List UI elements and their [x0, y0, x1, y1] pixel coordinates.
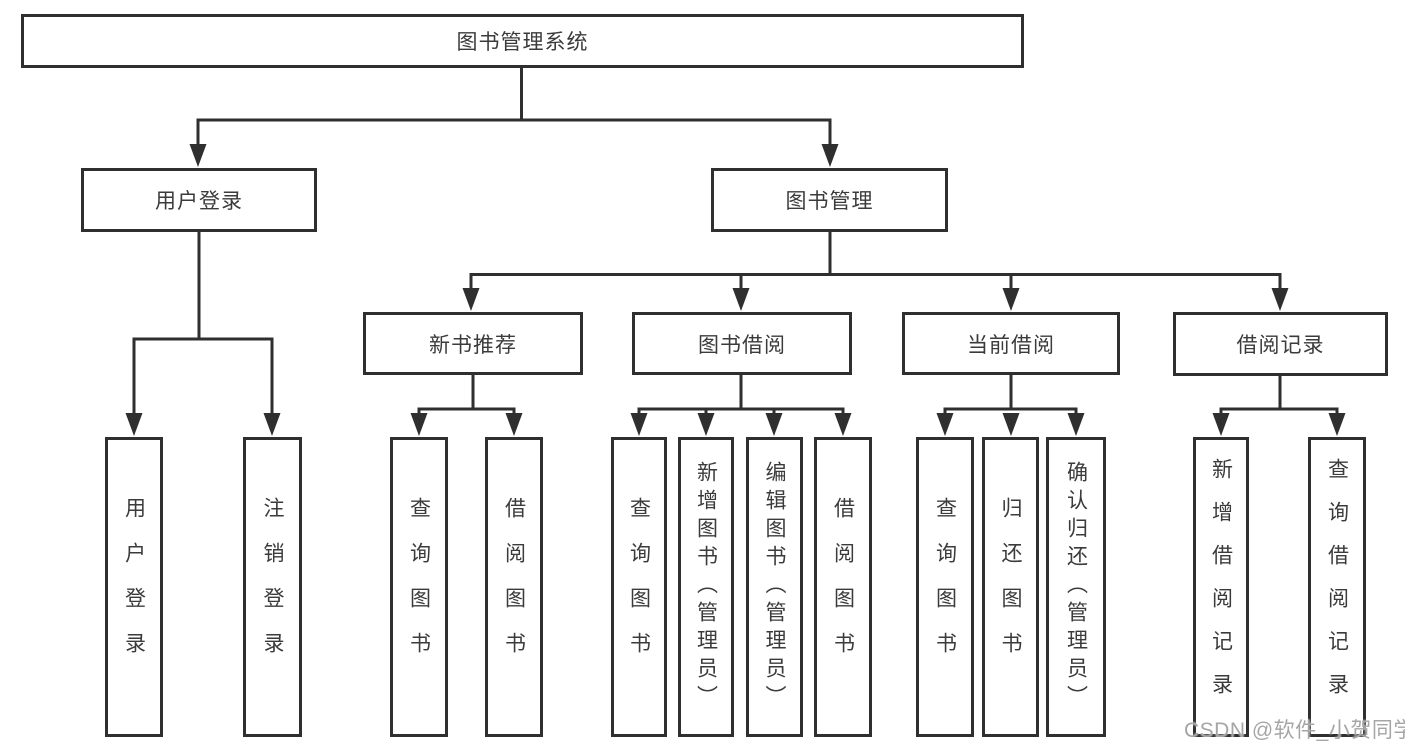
leaf-logout: 注销登录 — [243, 437, 302, 737]
connectors-root-to-level2 — [189, 66, 839, 167]
leaf-cb-confirm-return-admin: 确认归还（管理员） — [1046, 437, 1106, 737]
connectors-borrow-records — [1212, 375, 1346, 436]
leaf-nbr-query-books: 查询图书 — [390, 437, 448, 737]
node-book-borrow: 图书借阅 — [632, 312, 852, 375]
leaf-br-add-borrow-record: 新增借阅记录 — [1193, 437, 1249, 737]
connectors-book-management-branch — [462, 231, 1289, 311]
connectors-user-login-branch — [125, 231, 281, 436]
leaf-user-login: 用户登录 — [105, 437, 163, 737]
node-borrow-records: 借阅记录 — [1173, 312, 1388, 376]
leaf-bb-borrow-books: 借阅图书 — [814, 437, 872, 737]
connectors-current-borrow — [936, 374, 1085, 436]
node-user-login: 用户登录 — [81, 168, 317, 232]
leaf-bb-query-books: 查询图书 — [611, 437, 667, 737]
leaf-cb-query-books: 查询图书 — [916, 437, 974, 737]
leaf-nbr-borrow-books: 借阅图书 — [485, 437, 543, 737]
leaf-bb-edit-books-admin: 编辑图书（管理员） — [746, 437, 803, 737]
node-book-management: 图书管理 — [711, 168, 948, 232]
node-new-book-recommend: 新书推荐 — [363, 312, 583, 375]
leaf-cb-return-books: 归还图书 — [982, 437, 1039, 737]
leaf-br-query-borrow-record: 查询借阅记录 — [1308, 437, 1366, 737]
watermark-text: CSDN @软件_小贺同学 — [1184, 719, 1405, 742]
node-root-system: 图书管理系统 — [21, 14, 1024, 68]
connectors-new-book-recommend — [410, 374, 523, 436]
leaf-bb-add-books-admin: 新增图书（管理员） — [678, 437, 734, 737]
node-current-borrow: 当前借阅 — [902, 312, 1120, 375]
connectors-book-borrow — [630, 374, 852, 436]
